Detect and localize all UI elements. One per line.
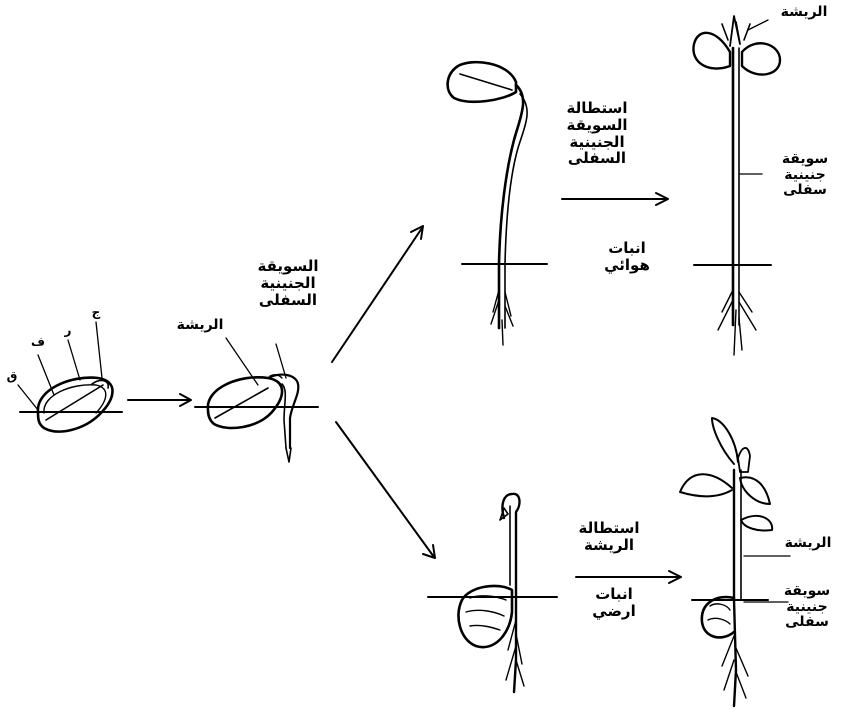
label-q: ق xyxy=(6,369,18,383)
epigeal-hypocotyl-label: سويقة جنينية سفلى xyxy=(781,151,829,199)
label-f: ف xyxy=(31,335,45,349)
stage2-plumule-label: الريشة xyxy=(176,317,224,333)
arrow-hypogeal-process xyxy=(575,570,682,584)
stage2-hypocotyl-label: السويقة الجنينية السفلى xyxy=(257,257,319,309)
seed-stage-1 xyxy=(17,321,123,433)
arrow-to-hypogeal xyxy=(335,421,436,559)
hypogeal-seedling-young xyxy=(427,492,558,694)
epigeal-process-label: استطالة السويقة الجنينية السفلى xyxy=(566,99,628,168)
epigeal-seedling-hook xyxy=(446,60,548,346)
hypogeal-plumule-label: الريشة xyxy=(784,535,832,551)
seed-stage-2 xyxy=(194,337,319,463)
label-j: ج xyxy=(91,305,101,319)
arrow-epigeal-process xyxy=(561,192,669,206)
epigeal-plumule-label: الريشة xyxy=(780,4,828,20)
arrow-to-epigeal xyxy=(331,225,424,363)
hypogeal-seedling-mature xyxy=(679,417,791,708)
epigeal-seedling-mature xyxy=(692,15,782,356)
epigeal-type-label: انبات هوائي xyxy=(604,239,650,274)
hypogeal-process-label: استطالة الريشة xyxy=(578,519,640,554)
hypogeal-hypocotyl-label: سويقة جنينية سفلى xyxy=(783,583,831,631)
hypogeal-type-label: انبات ارضي xyxy=(592,585,636,620)
label-r: ر xyxy=(64,323,72,337)
arrow-1-to-2 xyxy=(127,393,192,407)
